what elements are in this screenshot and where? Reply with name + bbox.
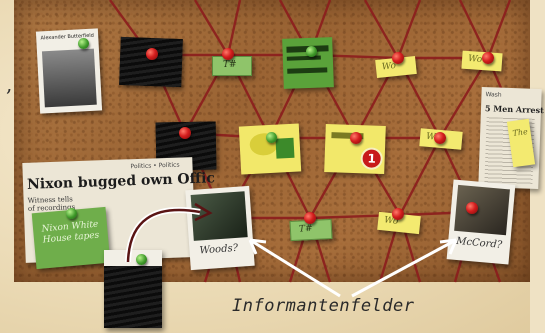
red-pin-icon xyxy=(466,202,478,214)
red-pin-icon xyxy=(434,132,446,144)
red-pin-icon xyxy=(304,212,316,224)
red-pin-icon xyxy=(392,208,404,220)
green-pin-icon xyxy=(136,254,147,265)
red-pin-icon xyxy=(482,52,494,64)
red-pin-icon xyxy=(222,48,234,60)
green-pin-icon xyxy=(266,132,277,143)
tutorial-arrows xyxy=(125,202,458,298)
informant-fields-caption: Informantenfelder xyxy=(232,296,415,316)
green-pin-icon xyxy=(78,38,89,49)
red-pin-icon xyxy=(350,132,362,144)
green-pin-icon xyxy=(66,208,77,219)
red-pin-icon xyxy=(179,127,191,139)
green-pin-icon xyxy=(306,46,317,57)
redacted-card-3[interactable] xyxy=(104,250,162,328)
red-pin-icon xyxy=(146,48,158,60)
ink-mark: , xyxy=(6,72,13,96)
red-pin-icon xyxy=(392,52,404,64)
